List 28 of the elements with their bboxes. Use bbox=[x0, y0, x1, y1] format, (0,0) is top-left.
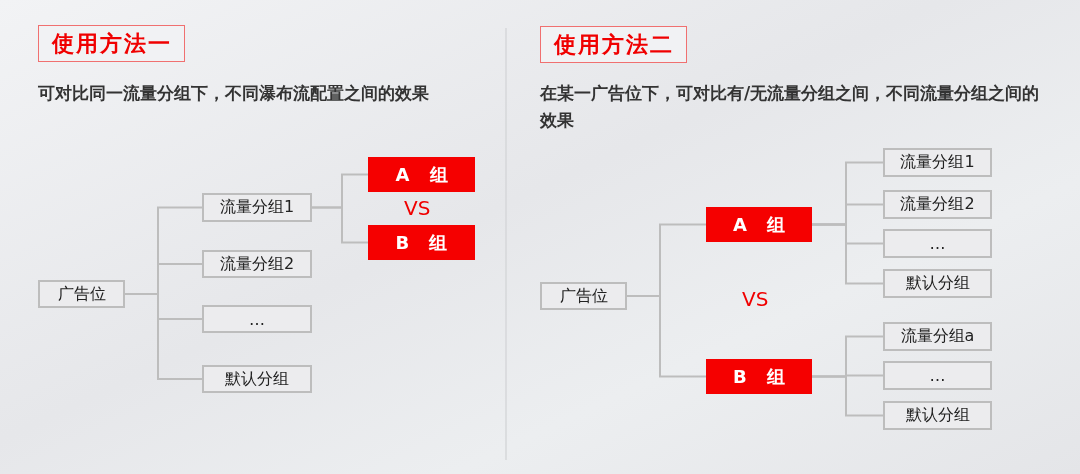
group-box: … bbox=[883, 229, 992, 258]
group-box: 流量分组1 bbox=[883, 148, 992, 177]
vs-text: VS bbox=[404, 196, 432, 220]
connector-line bbox=[811, 223, 884, 285]
group-box: B 组 bbox=[368, 225, 475, 260]
vs-text: VS bbox=[742, 287, 770, 311]
group-box: A 组 bbox=[706, 207, 812, 242]
group-box: 广告位 bbox=[540, 282, 627, 310]
description-text: 在某一广告位下，可对比有/无流量分组之间，不同流量分组之间的效果 bbox=[540, 82, 1040, 132]
connector-line bbox=[626, 295, 707, 378]
group-box: 流量分组2 bbox=[202, 250, 312, 278]
group-box: B 组 bbox=[706, 359, 812, 394]
connector-line bbox=[124, 293, 203, 380]
heading-box: 使用方法一 bbox=[38, 25, 185, 62]
group-box: 默认分组 bbox=[202, 365, 312, 393]
group-box: 流量分组a bbox=[883, 322, 992, 351]
group-box: … bbox=[883, 361, 992, 390]
connector-line bbox=[311, 206, 369, 244]
group-box: 默认分组 bbox=[883, 401, 992, 430]
group-box: 流量分组2 bbox=[883, 190, 992, 219]
group-box: 默认分组 bbox=[883, 269, 992, 298]
group-box: A 组 bbox=[368, 157, 475, 192]
description-text: 可对比同一流量分组下，不同瀑布流配置之间的效果 bbox=[38, 82, 430, 105]
group-box: … bbox=[202, 305, 312, 333]
connector-line bbox=[811, 375, 884, 417]
group-box: 流量分组1 bbox=[202, 193, 312, 222]
group-box: 广告位 bbox=[38, 280, 125, 308]
heading-box: 使用方法二 bbox=[540, 26, 687, 63]
